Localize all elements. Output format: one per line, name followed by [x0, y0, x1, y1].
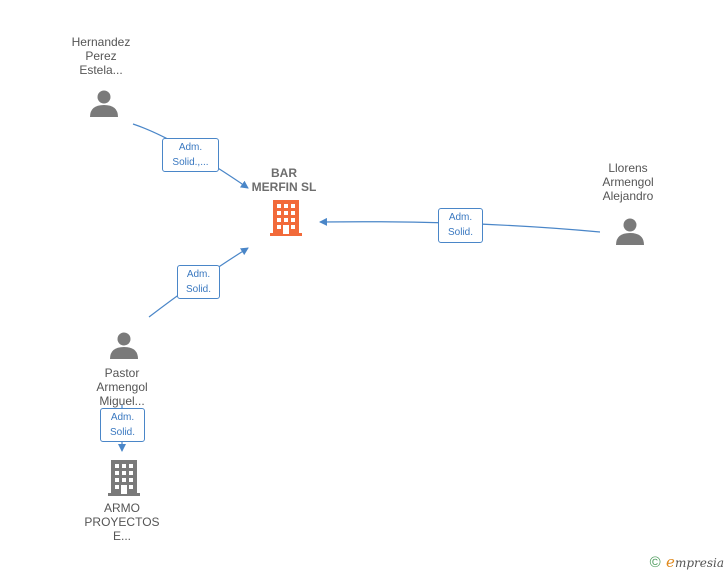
company-name-label[interactable]: ARMO PROYECTOS E... [84, 501, 160, 543]
brand-logo-text: mpresia [674, 556, 724, 570]
relationship-badge[interactable]: Adm. Solid. [177, 265, 220, 299]
company-name-label[interactable]: BAR MERFIN SL [251, 166, 317, 194]
person-name-label[interactable]: Llorens Armengol Alejandro [602, 161, 654, 203]
relationship-badge[interactable]: Adm. Solid. [100, 408, 145, 442]
copyright-icon: © [649, 554, 661, 571]
building-icon[interactable] [108, 460, 140, 496]
brand-footer: © empresia [650, 553, 724, 571]
person-icon[interactable] [109, 330, 139, 360]
person-name-label[interactable]: Hernandez Perez Estela... [71, 35, 131, 77]
person-icon[interactable] [89, 88, 119, 118]
relationship-badge[interactable]: Adm. Solid. [438, 208, 483, 243]
person-name-label[interactable]: Pastor Armengol Miguel... [96, 366, 148, 408]
brand-logo-initial: e [666, 553, 675, 571]
relationship-badge[interactable]: Adm. Solid.,... [162, 138, 219, 172]
building-icon[interactable] [270, 200, 302, 236]
person-icon[interactable] [615, 216, 645, 246]
